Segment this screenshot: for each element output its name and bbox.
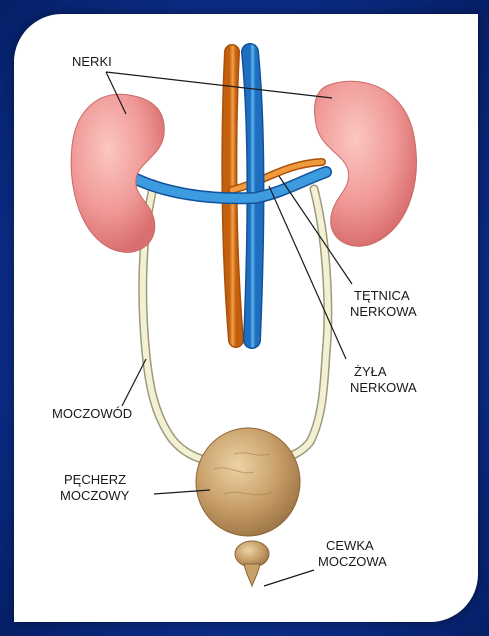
label-cewka-2: MOCZOWA: [318, 554, 387, 569]
urinary-system-diagram: NERKI TĘTNICA NERKOWA ŻYŁA NERKOWA MOCZO…: [14, 14, 478, 622]
label-tetnica-2: NERKOWA: [350, 304, 417, 319]
label-zyla-1: ŻYŁA: [354, 364, 387, 379]
label-zyla-2: NERKOWA: [350, 380, 417, 395]
kidney-right: [315, 81, 417, 246]
kidney-left: [71, 94, 164, 252]
label-moczowod: MOCZOWÓD: [52, 406, 132, 421]
diagram-card: NERKI TĘTNICA NERKOWA ŻYŁA NERKOWA MOCZO…: [14, 14, 478, 622]
label-tetnica-1: TĘTNICA: [354, 288, 410, 303]
label-pecherz-2: MOCZOWY: [60, 488, 130, 503]
label-pecherz-1: PĘCHERZ: [64, 472, 126, 487]
label-nerki: NERKI: [72, 54, 112, 69]
urethra: [235, 541, 269, 586]
bladder: [196, 428, 300, 536]
label-cewka-1: CEWKA: [326, 538, 374, 553]
